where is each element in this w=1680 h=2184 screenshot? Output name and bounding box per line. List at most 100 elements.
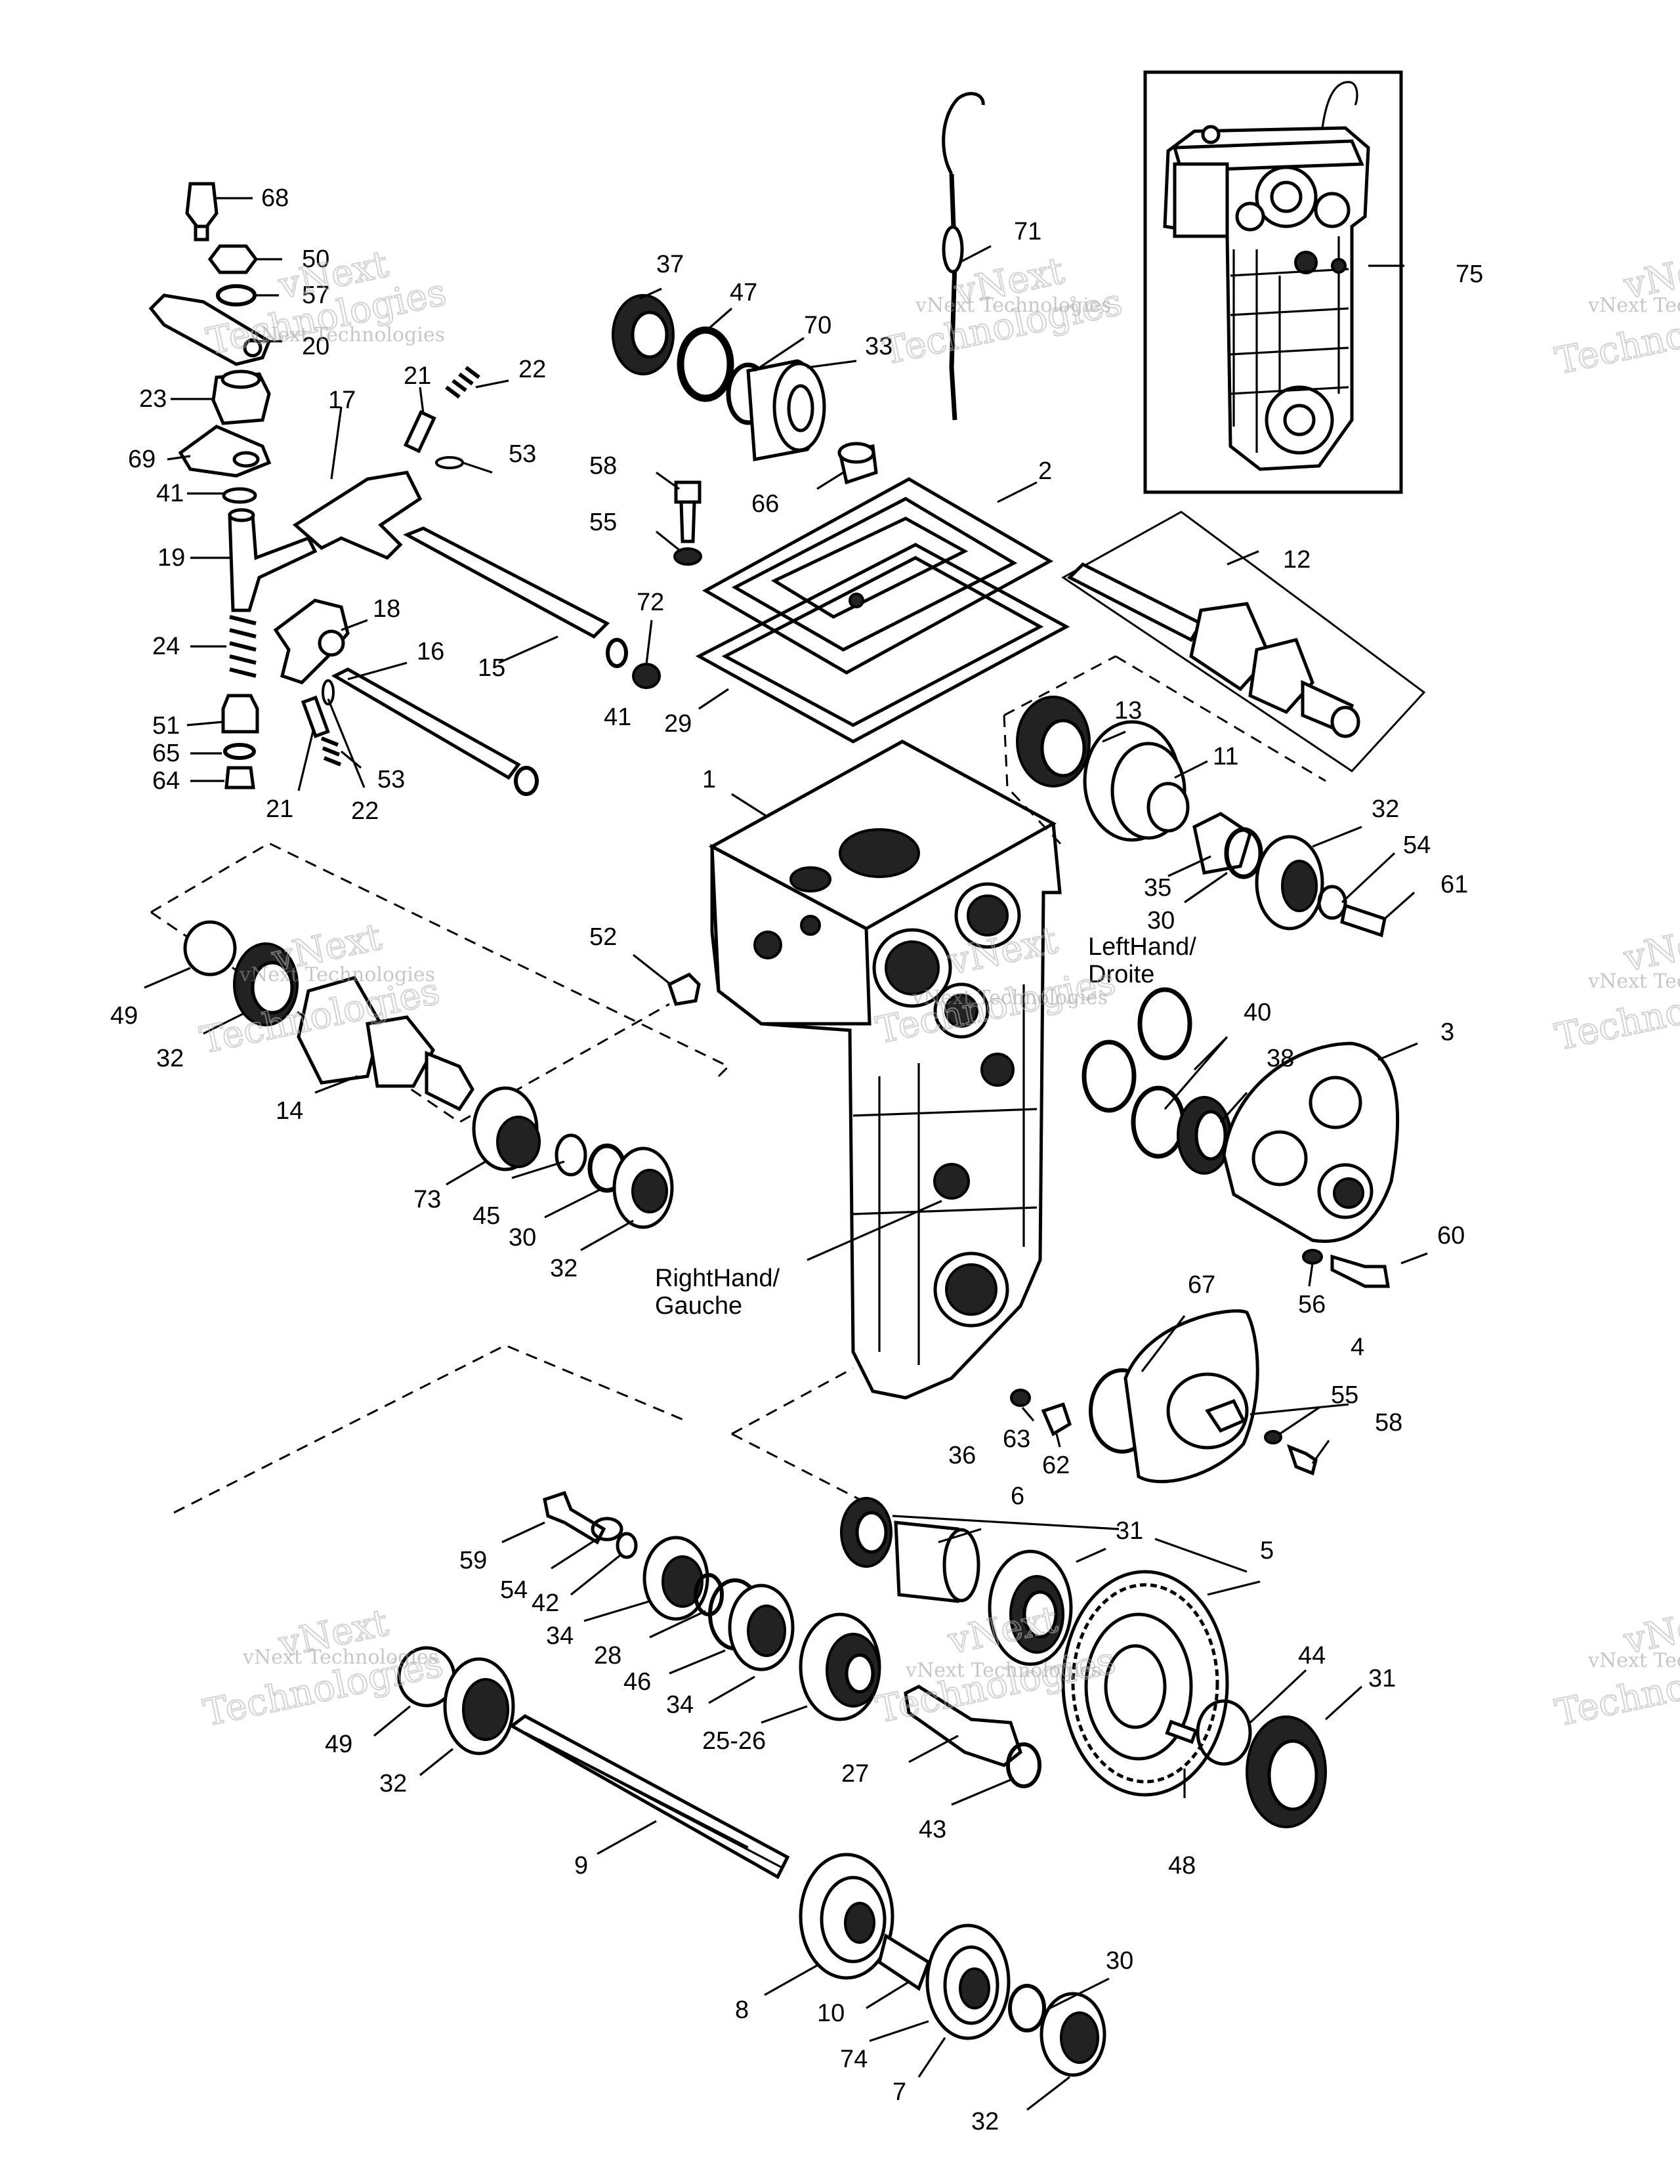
callout-11: 11 <box>1213 743 1238 770</box>
shift-mechanism <box>148 182 661 796</box>
right-hand-note-line1: RightHand/ <box>655 1265 780 1292</box>
callout-71: 71 <box>1014 218 1041 245</box>
top-seal-group <box>612 294 826 461</box>
callout-34b: 34 <box>666 1691 694 1719</box>
watermark-9c: vNext <box>1620 1598 1680 1663</box>
callout-4: 4 <box>1351 1334 1364 1361</box>
screw-56-60 <box>1302 1249 1390 1288</box>
callout-16: 16 <box>417 638 444 665</box>
callout-2526: 25-26 <box>702 1727 766 1755</box>
callout-45: 45 <box>472 1202 500 1230</box>
callout-32e: 32 <box>971 2108 999 2135</box>
shaft-14-group <box>150 842 730 1229</box>
callout-27: 27 <box>841 1760 869 1788</box>
callout-31b: 31 <box>1368 1665 1396 1692</box>
callout-12: 12 <box>1283 546 1311 574</box>
callout-3: 3 <box>1440 1018 1454 1046</box>
breather-cap <box>837 442 878 485</box>
cover-4 <box>1010 1309 1318 1484</box>
callout-30b: 30 <box>509 1224 536 1251</box>
screw-top <box>673 480 702 566</box>
callout-22b: 22 <box>351 797 379 825</box>
callout-70: 70 <box>804 312 831 339</box>
callout-72: 72 <box>637 589 664 616</box>
mid-bearings <box>543 1490 1041 1788</box>
callout-54b: 54 <box>500 1576 528 1604</box>
callout-50: 50 <box>302 245 329 273</box>
callout-46: 46 <box>623 1668 651 1696</box>
callout-42: 42 <box>532 1589 559 1617</box>
watermark-6a: vNext Technologies <box>905 1659 1101 1682</box>
callout-60: 60 <box>1437 1222 1465 1250</box>
callout-58a: 58 <box>589 452 617 480</box>
gear-13-11 <box>1003 655 1387 938</box>
callout-17: 17 <box>328 387 356 414</box>
callout-75: 75 <box>1456 261 1483 288</box>
callout-35: 35 <box>1144 874 1171 902</box>
big-gear-5 <box>1061 1570 1327 1828</box>
callout-61: 61 <box>1440 871 1468 898</box>
callout-22a: 22 <box>518 356 546 383</box>
watermark-1a: vNext Technologies <box>249 324 445 346</box>
watermark-9a: vNext Technologies <box>1587 1649 1680 1672</box>
callout-56: 56 <box>1298 1291 1326 1318</box>
callout-labels: 68 50 57 20 23 69 41 19 24 51 65 64 17 2… <box>110 184 1483 2135</box>
callout-9: 9 <box>574 1852 588 1880</box>
callout-32a: 32 <box>1372 795 1399 823</box>
callout-1: 1 <box>702 766 716 793</box>
callout-2: 2 <box>1038 457 1052 485</box>
callout-28: 28 <box>594 1642 621 1670</box>
dipstick <box>942 92 985 421</box>
callout-8: 8 <box>735 1996 749 2024</box>
callout-31a: 31 <box>1116 1517 1143 1545</box>
callout-34a: 34 <box>546 1622 574 1650</box>
watermark-3a: vNext Technologies <box>239 963 435 986</box>
hand-notes: LeftHand/ Droite RightHand/ Gauche <box>655 933 1196 1320</box>
drain-plug-52 <box>667 972 701 1006</box>
callout-23: 23 <box>139 385 167 413</box>
callout-47: 47 <box>730 279 757 306</box>
callout-49b: 49 <box>325 1731 352 1758</box>
callout-13: 13 <box>1114 697 1142 724</box>
callout-18: 18 <box>373 595 400 623</box>
callout-54a: 54 <box>1403 831 1431 859</box>
orings-seal-cover <box>1082 987 1400 1243</box>
assembled-gearbox-illustration <box>1163 81 1370 471</box>
callout-73: 73 <box>413 1186 441 1213</box>
callout-24: 24 <box>152 633 180 660</box>
watermark-5a: vNext Technologies <box>242 1646 438 1669</box>
watermark-7a: vNext Technologies <box>1587 294 1680 317</box>
callout-41a: 41 <box>156 480 184 507</box>
callout-48: 48 <box>1168 1852 1196 1880</box>
callout-65: 65 <box>152 740 180 767</box>
callout-40: 40 <box>1244 999 1271 1026</box>
callout-29: 29 <box>664 710 692 738</box>
callout-21b: 21 <box>266 795 293 823</box>
bearing-36-6-31 <box>173 1344 1073 1666</box>
callout-32c: 32 <box>550 1255 578 1282</box>
callout-38: 38 <box>1267 1045 1294 1072</box>
callout-55a: 55 <box>589 509 617 536</box>
callout-6: 6 <box>1011 1482 1024 1510</box>
callout-52: 52 <box>589 923 617 951</box>
callout-41b: 41 <box>604 704 631 731</box>
callout-15: 15 <box>478 654 505 682</box>
watermark-2a: vNext Technologies <box>915 294 1111 317</box>
callout-37: 37 <box>656 251 684 278</box>
callout-66: 66 <box>751 490 779 518</box>
gearbox-housing <box>708 740 1062 1400</box>
callout-67: 67 <box>1188 1271 1215 1299</box>
callout-64: 64 <box>152 767 180 795</box>
callout-20: 20 <box>302 333 329 360</box>
left-hand-note-line1: LeftHand/ <box>1088 933 1196 961</box>
callout-32b: 32 <box>156 1045 184 1072</box>
callout-10: 10 <box>817 2000 845 2027</box>
callout-74: 74 <box>840 2046 868 2073</box>
callout-53b: 53 <box>377 766 405 793</box>
watermark-8c: vNext <box>1620 915 1680 980</box>
callout-59: 59 <box>459 1547 487 1574</box>
callout-19: 19 <box>158 544 185 572</box>
callout-63: 63 <box>1003 1425 1030 1453</box>
input-shaft-12 <box>1061 511 1426 772</box>
watermarks: vNext Technologies vNext Technologies vN… <box>196 242 1680 1736</box>
